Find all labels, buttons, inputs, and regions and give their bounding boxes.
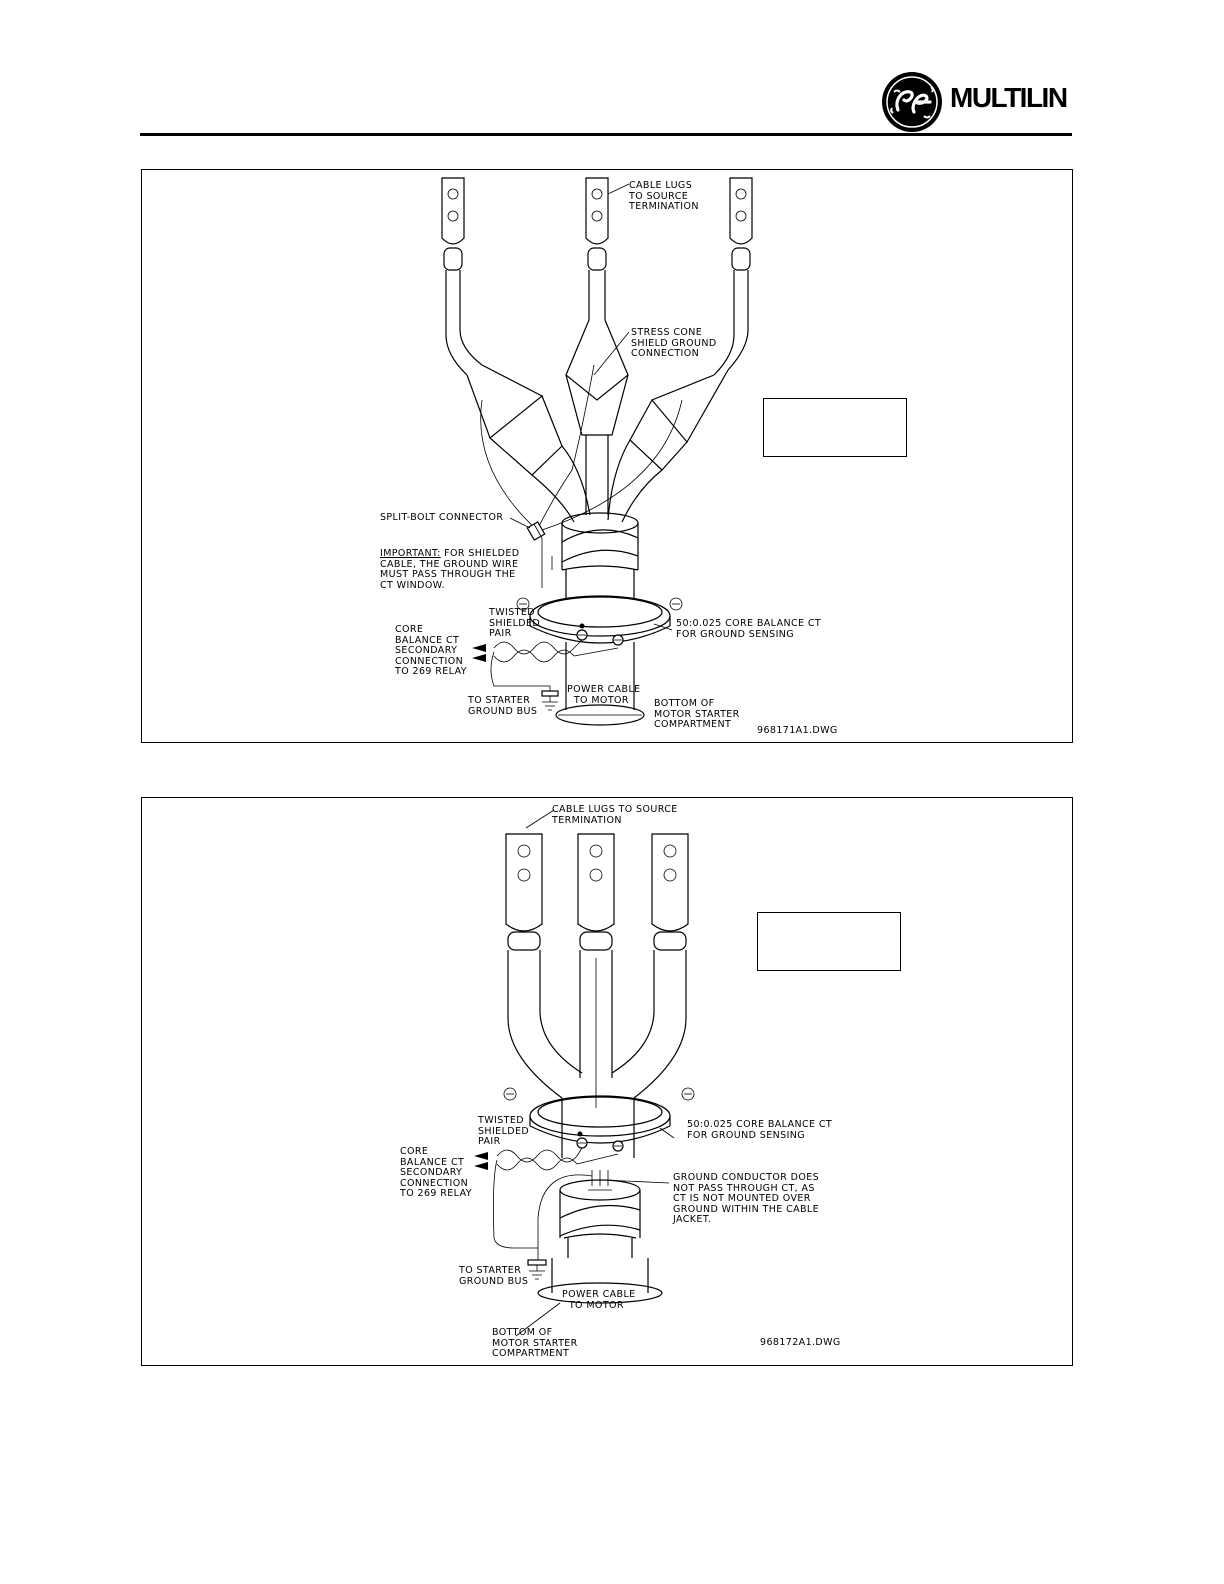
label-power-cable: POWER CABLE TO MOTOR [562,1289,636,1311]
label-secondary-connection: CORE BALANCE CT SECONDARY CONNECTION TO … [395,624,467,677]
figure-unshielded-cable: CABLE LUGS TO SOURCE TERMINATION TWISTED… [141,797,1073,1366]
cable-lug-left [505,833,543,951]
twisted-shielded-pair [472,639,619,663]
label-stress-cone: STRESS CONE SHIELD GROUND CONNECTION [631,327,717,359]
label-important: IMPORTANT: FOR SHIELDED CABLE, THE GROUN… [380,548,520,591]
blank-caption-box [763,398,907,457]
label-split-bolt: SPLIT-BOLT CONNECTOR [380,512,504,523]
label-twisted-pair: TWISTED SHIELDED PAIR [478,1115,530,1147]
cable-lug-center [585,177,609,271]
label-cable-lugs: CABLE LUGS TO SOURCE TERMINATION [629,180,699,212]
ground-symbol-icon [527,1259,547,1280]
cable-lug-left [441,177,465,271]
drawing-number: 968171A1.DWG [757,725,838,736]
core-balance-ct [503,1087,695,1152]
header-rule [140,133,1072,136]
unshielded-cable-drawing [474,809,695,1337]
figure-shielded-cable: CABLE LUGS TO SOURCE TERMINATION STRESS … [141,169,1073,743]
cable-lug-right [729,177,753,271]
label-ground-bus: TO STARTER GROUND BUS [459,1265,529,1287]
label-ground-conductor: GROUND CONDUCTOR DOES NOT PASS THROUGH C… [673,1172,820,1225]
label-important-heading: IMPORTANT: [380,548,441,559]
label-bottom-compartment: BOTTOM OF MOTOR STARTER COMPARTMENT [654,698,740,730]
label-ct: 50:0.025 CORE BALANCE CT FOR GROUND SENS… [676,618,822,640]
shielded-cable-drawing [441,177,753,726]
ground-symbol-icon [541,690,559,711]
label-twisted-pair: TWISTED SHIELDED PAIR [489,607,541,639]
label-secondary-connection: CORE BALANCE CT SECONDARY CONNECTION TO … [400,1146,472,1199]
label-power-cable: POWER CABLE TO MOTOR [567,684,641,706]
twisted-shielded-pair [474,1147,619,1171]
brand-name: MULTILIN [950,82,1068,113]
cable-lug-right [651,833,689,951]
drawing-number: 968172A1.DWG [760,1337,841,1348]
label-important-text: FOR SHIELDED CABLE, THE GROUND WIRE MUST… [380,548,520,591]
label-ground-bus: TO STARTER GROUND BUS [468,695,538,717]
label-cable-lugs: CABLE LUGS TO SOURCE TERMINATION [552,804,678,826]
cable-lug-center [577,833,615,951]
label-ct: 50:0.025 CORE BALANCE CT FOR GROUND SENS… [687,1119,833,1141]
ge-monogram-icon [882,72,942,132]
ge-multilin-logo: MULTILIN [880,70,1070,134]
split-bolt-connector [526,521,546,541]
core-balance-ct [516,595,683,646]
label-bottom-compartment: BOTTOM OF MOTOR STARTER COMPARTMENT [492,1327,578,1359]
blank-caption-box [757,912,901,971]
